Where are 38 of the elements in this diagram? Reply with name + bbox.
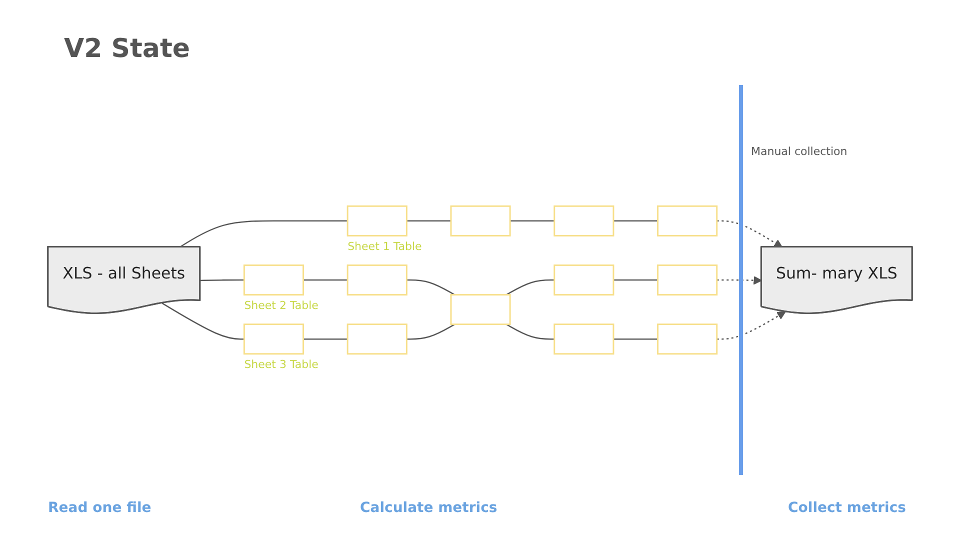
- node-box: [450, 294, 511, 326]
- node-box: [243, 264, 304, 296]
- annotation: Manual collection: [751, 145, 848, 158]
- connector: [303, 279, 348, 281]
- connector: [613, 279, 658, 281]
- node-caption: Sheet 1 Table: [348, 240, 422, 253]
- connector: [200, 279, 244, 282]
- connector: [162, 302, 244, 340]
- node-box: [346, 205, 408, 236]
- node-box: [657, 324, 718, 355]
- node-box: [657, 205, 718, 236]
- arrow: [716, 220, 783, 248]
- node-box: [450, 205, 511, 236]
- phase-label: Collect metrics: [788, 500, 906, 516]
- connector: [613, 220, 658, 222]
- arrow: [716, 276, 762, 285]
- phase-label: Calculate metrics: [360, 500, 498, 516]
- connector: [506, 279, 554, 296]
- node-box: [657, 264, 718, 296]
- diagram-title: V2 State: [64, 34, 190, 64]
- node-box: [346, 324, 408, 355]
- connector: [510, 220, 554, 222]
- node-box: [554, 205, 614, 236]
- node-box: [554, 264, 614, 296]
- connector: [406, 324, 455, 340]
- phase-label: Read one file: [48, 500, 152, 516]
- node-caption: Sheet 2 Table: [244, 298, 318, 312]
- node-caption: Sheet 3 Table: [244, 358, 318, 371]
- node-box: [554, 324, 614, 355]
- node-box: [243, 324, 304, 355]
- connector: [406, 220, 451, 222]
- connector: [506, 324, 554, 340]
- arrow: [716, 311, 786, 340]
- connector: [406, 279, 455, 296]
- connector: [179, 220, 348, 248]
- node-box: [346, 264, 408, 296]
- connector: [613, 338, 658, 340]
- connector: [303, 338, 348, 340]
